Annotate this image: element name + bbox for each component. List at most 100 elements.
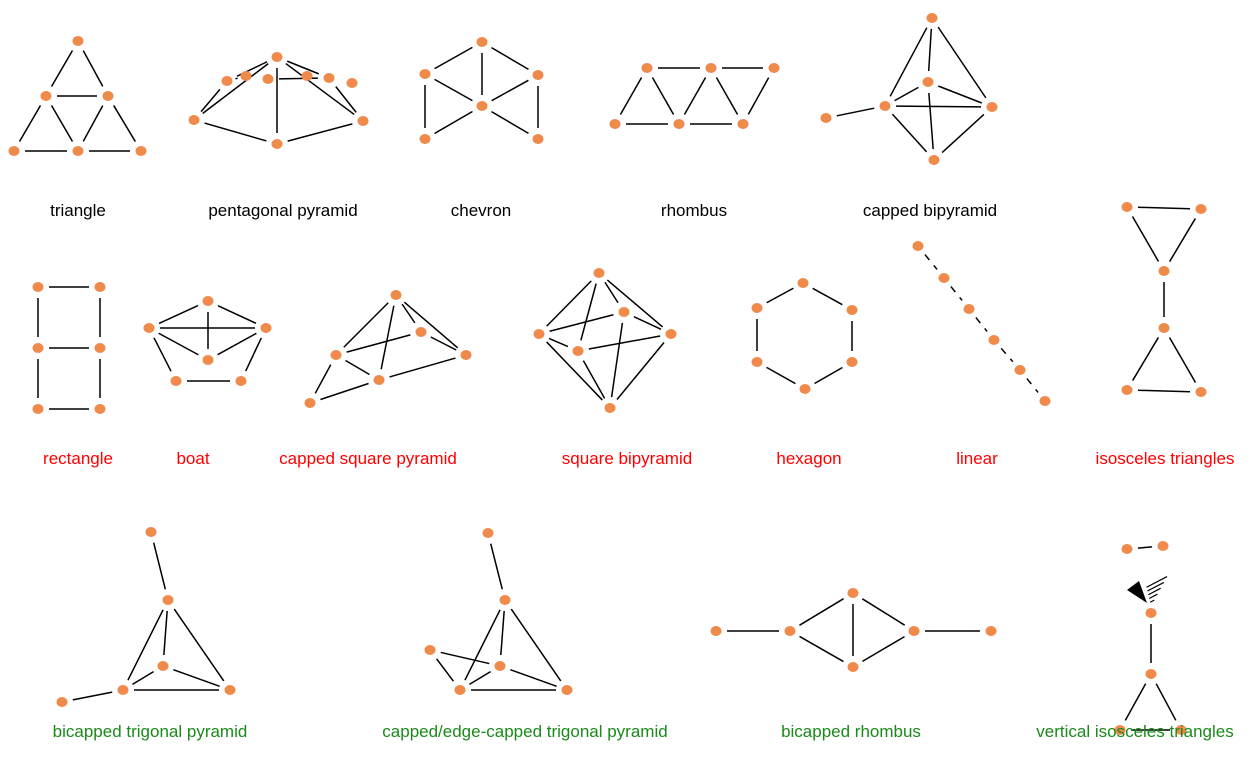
pentagonal-pyramid-label: pentagonal pyramid — [208, 201, 357, 220]
capped-bipyramid-label: capped bipyramid — [863, 201, 997, 220]
hexagon-node — [751, 303, 763, 313]
bicapped-trigonal-pyramid-edge — [72, 691, 113, 701]
bicapped-trigonal-pyramid-node — [56, 697, 68, 707]
boat-edge — [245, 337, 262, 372]
capped-square-pyramid-edge — [389, 357, 456, 378]
hexagon-node — [846, 305, 858, 315]
hexagon-node — [799, 384, 811, 394]
capped-edge-capped-trigonal-pyramid-edge — [436, 658, 454, 682]
triangle-edge — [82, 50, 104, 87]
boat-edge — [217, 304, 257, 325]
linear-label: linear — [956, 449, 998, 468]
capped-edge-capped-trigonal-pyramid-edge — [464, 609, 501, 681]
boat-node — [202, 296, 214, 306]
isosceles-triangles-edge — [1137, 206, 1191, 210]
linear-edge — [975, 317, 988, 332]
pentagonal-pyramid-node — [240, 71, 252, 81]
capped-edge-capped-trigonal-pyramid-node — [424, 645, 436, 655]
chevron-node — [419, 134, 431, 144]
capped-bipyramid-edge — [836, 107, 875, 117]
bicapped-trigonal-pyramid-node — [145, 527, 157, 537]
boat-label: boat — [176, 449, 209, 468]
rectangle-label: rectangle — [43, 449, 113, 468]
bicapped-rhombus-edge — [862, 635, 905, 663]
capped-edge-capped-trigonal-pyramid-node — [561, 685, 573, 695]
pentagonal-pyramid-edge — [335, 86, 357, 113]
rhombus-node — [609, 119, 621, 129]
pentagonal-pyramid-node — [271, 52, 283, 62]
vertical-isosceles-triangles-hash-bond — [1149, 599, 1155, 603]
hexagon-edge — [766, 366, 796, 385]
bicapped-trigonal-pyramid-node — [117, 685, 129, 695]
triangle-edge — [18, 105, 42, 142]
vertical-isosceles-triangles-node — [1121, 544, 1133, 554]
vertical-isosceles-triangles-hash-bond — [1147, 581, 1165, 592]
bicapped-trigonal-pyramid-label: bicapped trigonal pyramid — [53, 722, 248, 741]
bicapped-rhombus-edge — [799, 598, 844, 626]
pentagonal-pyramid-node — [346, 78, 358, 88]
pentagonal-pyramid-edge — [204, 122, 267, 142]
pentagonal-pyramid-edge — [285, 62, 355, 116]
square-bipyramid-node — [618, 307, 630, 317]
triangle-node — [72, 146, 84, 156]
capped-square-pyramid-edge — [345, 359, 370, 376]
capped-square-pyramid-edge — [401, 303, 416, 324]
bicapped-rhombus-graph — [710, 588, 997, 672]
triangle-node — [135, 146, 147, 156]
vertical-isosceles-triangles-node — [1145, 669, 1157, 679]
boat-graph — [143, 296, 272, 386]
square-bipyramid-edge — [548, 337, 569, 348]
linear-edge — [924, 254, 938, 270]
bicapped-rhombus-label: bicapped rhombus — [781, 722, 921, 741]
capped-edge-capped-trigonal-pyramid-node — [499, 595, 511, 605]
square-bipyramid-edge — [580, 283, 597, 341]
hexagon-label: hexagon — [776, 449, 841, 468]
chevron-node — [532, 70, 544, 80]
vertical-isosceles-triangles-edge — [1124, 683, 1147, 721]
isosceles-triangles-edge — [1168, 218, 1197, 262]
capped-square-pyramid-node — [415, 327, 427, 337]
square-bipyramid-node — [593, 268, 605, 278]
boat-edge — [158, 304, 199, 325]
linear-node — [1039, 396, 1051, 406]
boat-edge — [217, 332, 257, 356]
square-bipyramid-edge — [549, 314, 614, 332]
bicapped-trigonal-pyramid-edge — [173, 608, 225, 682]
square-bipyramid-label: square bipyramid — [562, 449, 692, 468]
bicapped-rhombus-node — [908, 626, 920, 636]
linear-node — [938, 273, 950, 283]
capped-bipyramid-edge — [941, 113, 985, 154]
vertical-isosceles-triangles-hash-bond — [1146, 576, 1168, 588]
isosceles-triangles-node — [1121, 385, 1133, 395]
rhombus-edge — [683, 77, 707, 115]
capped-bipyramid-edge — [927, 28, 933, 72]
chevron-node — [532, 134, 544, 144]
linear-node — [963, 304, 975, 314]
square-bipyramid-graph — [533, 268, 677, 413]
capped-square-pyramid-node — [330, 350, 342, 360]
pentagonal-pyramid-node — [188, 115, 200, 125]
vertical-isosceles-triangles-wedge-bond — [1127, 581, 1147, 603]
isosceles-triangles-node — [1121, 202, 1133, 212]
pentagonal-pyramid-node — [301, 71, 313, 81]
hexagon-edge — [766, 287, 794, 304]
bicapped-rhombus-node — [847, 588, 859, 598]
chevron-edge — [434, 78, 473, 102]
triangle-node — [72, 36, 84, 46]
chevron-node — [476, 101, 488, 111]
bicapped-trigonal-pyramid-graph — [56, 527, 236, 707]
bicapped-rhombus-edge — [799, 635, 844, 663]
pentagonal-pyramid-edge — [235, 77, 238, 80]
capped-square-pyramid-edge — [346, 334, 411, 353]
capped-bipyramid-node — [879, 101, 891, 111]
rectangle-node — [32, 343, 44, 353]
chevron-edge — [491, 110, 529, 135]
triangle-node — [40, 91, 52, 101]
chevron-edge — [491, 79, 529, 102]
linear-node — [1014, 365, 1026, 375]
chevron-edge — [434, 46, 473, 70]
pentagonal-pyramid-edge — [286, 60, 320, 75]
isosceles-triangles-edge — [1131, 337, 1160, 381]
bicapped-trigonal-pyramid-edge — [127, 609, 164, 681]
